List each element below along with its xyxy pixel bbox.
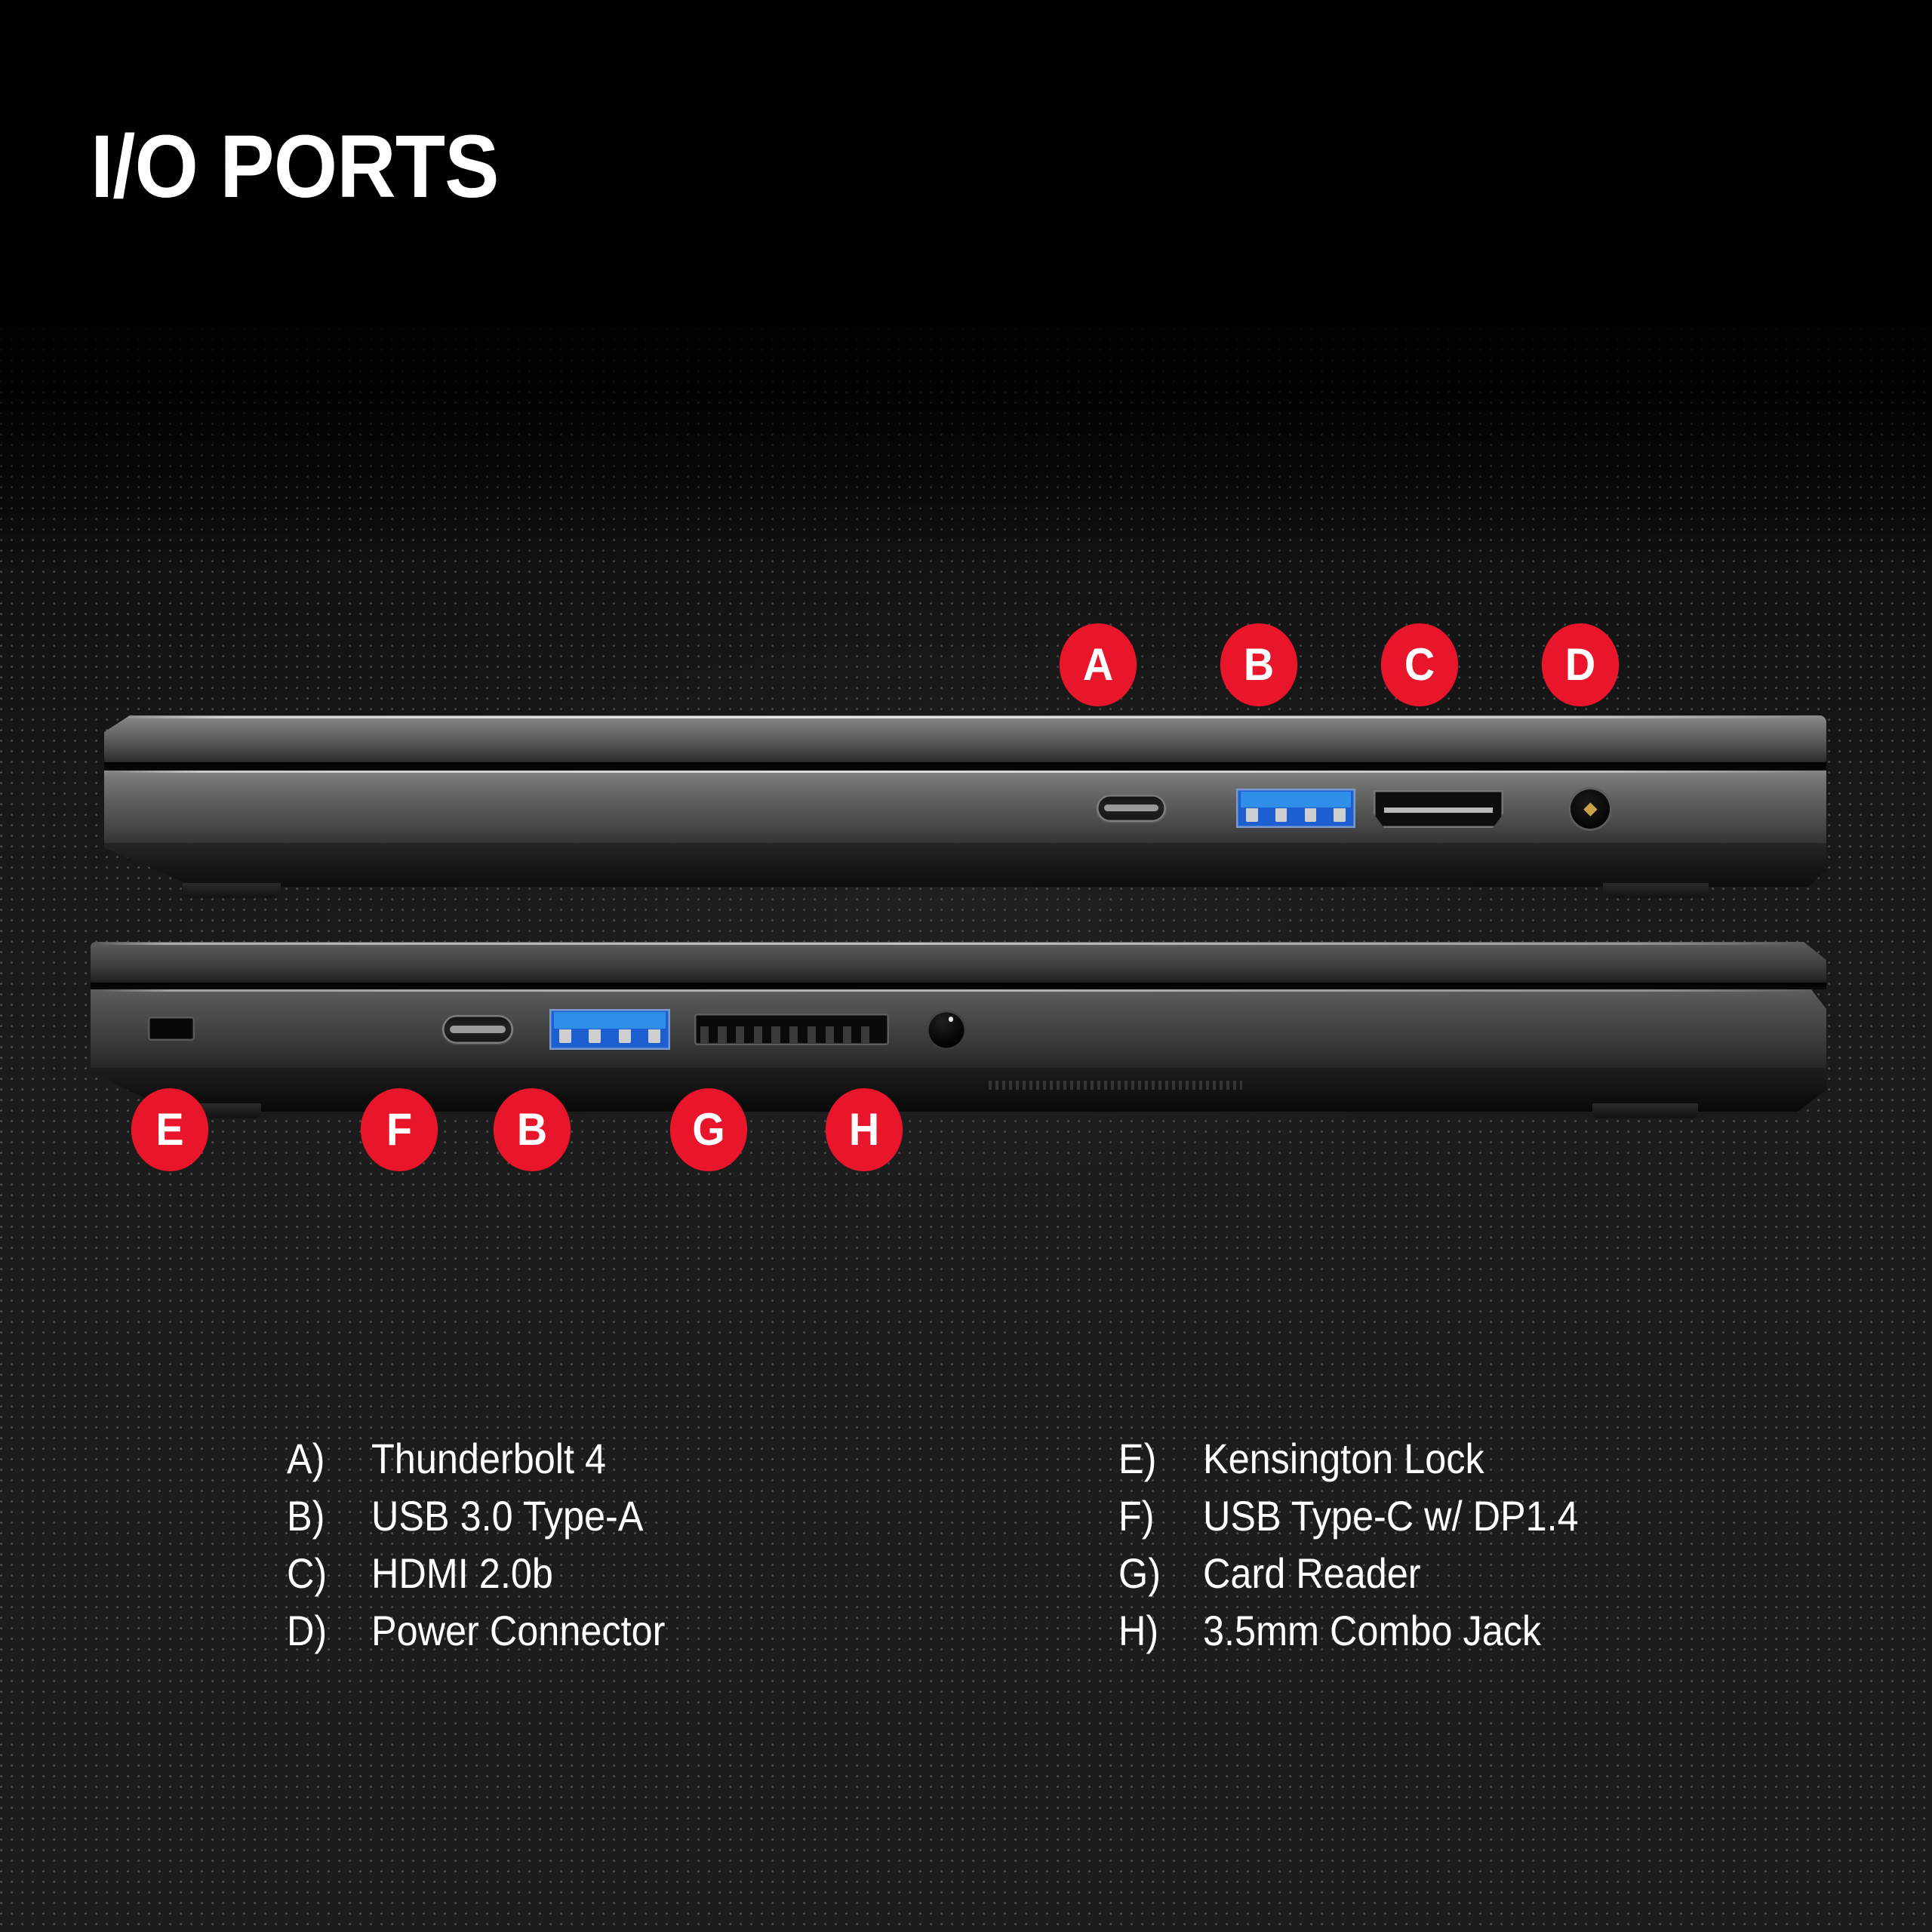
speaker-vent <box>989 1081 1242 1090</box>
base-highlight <box>103 989 1807 992</box>
legend-label: Kensington Lock <box>1203 1435 1484 1482</box>
lid-highlight <box>98 943 1796 945</box>
usba-blue-blade <box>554 1012 666 1029</box>
legend-key: E) <box>1118 1435 1157 1482</box>
callout-badge-c[interactable]: C <box>1380 623 1459 706</box>
usba-blue-blade <box>1241 792 1351 808</box>
base-highlight <box>116 771 1807 773</box>
callout-letter: G <box>692 1104 725 1155</box>
usba-pins <box>1245 808 1346 822</box>
legend-item: G) Card Reader <box>1118 1549 1620 1606</box>
legend-label: Card Reader <box>1203 1549 1421 1597</box>
jack-highlight-dot <box>949 1017 954 1022</box>
rubber-foot-left <box>183 883 281 898</box>
hdmi-contact-bar <box>1383 808 1494 813</box>
callout-letter: B <box>1243 639 1275 690</box>
lid-highlight <box>121 716 1807 718</box>
legend-label: 3.5mm Combo Jack <box>1203 1607 1542 1654</box>
laptop-base <box>104 771 1826 843</box>
legend-label: Power Connector <box>371 1607 666 1654</box>
lid-base-seam <box>91 983 1826 989</box>
legend-key: F) <box>1118 1492 1155 1540</box>
port-card-reader[interactable] <box>694 1014 889 1045</box>
callout-letter: C <box>1404 639 1435 690</box>
laptop-lid <box>91 942 1826 983</box>
legend-key: G) <box>1118 1549 1161 1597</box>
callout-badge-b-bottom[interactable]: B <box>493 1088 571 1171</box>
callout-letter: E <box>155 1104 184 1155</box>
legend-column-right: E) Kensington Lock F) USB Type-C w/ DP1.… <box>1118 1434 1620 1663</box>
port-power-connector[interactable] <box>1568 787 1612 831</box>
laptop-right-side-profile <box>104 715 1826 898</box>
port-hdmi[interactable] <box>1374 790 1503 828</box>
legend-item: F) USB Type-C w/ DP1.4 <box>1118 1491 1620 1549</box>
legend-key: H) <box>1118 1607 1159 1654</box>
legend-item: H) 3.5mm Combo Jack <box>1118 1606 1620 1663</box>
legend-key: B) <box>287 1492 325 1540</box>
legend-key: D) <box>287 1607 328 1654</box>
legend-column-left: A) Thunderbolt 4 B) USB 3.0 Type-A C) HD… <box>287 1434 698 1663</box>
callout-badge-e[interactable]: E <box>131 1088 209 1171</box>
laptop-lid <box>104 715 1826 762</box>
rubber-foot-right <box>1603 883 1709 898</box>
legend-label: Thunderbolt 4 <box>371 1435 607 1482</box>
page-title: I/O PORTS <box>91 117 500 217</box>
legend-item: A) Thunderbolt 4 <box>287 1434 698 1491</box>
port-thunderbolt-4[interactable] <box>1097 795 1166 822</box>
card-reader-contacts <box>700 1026 870 1043</box>
legend-key: C) <box>287 1549 328 1597</box>
legend-label: HDMI 2.0b <box>371 1549 553 1597</box>
legend-label: USB Type-C w/ DP1.4 <box>1203 1492 1579 1540</box>
laptop-underside <box>104 843 1826 887</box>
legend-item: D) Power Connector <box>287 1606 698 1663</box>
legend-item: E) Kensington Lock <box>1118 1434 1620 1491</box>
callout-badge-a[interactable]: A <box>1059 623 1137 706</box>
callout-letter: F <box>386 1104 413 1155</box>
callout-letter: B <box>516 1104 548 1155</box>
port-usb-3-type-a[interactable] <box>1236 789 1355 828</box>
callout-badge-h[interactable]: H <box>825 1088 903 1171</box>
background-top-fade <box>0 0 1932 574</box>
laptop-base <box>91 989 1826 1068</box>
legend-item: B) USB 3.0 Type-A <box>287 1491 698 1549</box>
port-usb-3-type-a[interactable] <box>549 1009 670 1050</box>
usbc-tongue <box>1104 804 1158 812</box>
usba-pins <box>558 1029 661 1044</box>
laptop-left-side-profile <box>91 942 1826 1118</box>
legend-key: A) <box>287 1435 325 1482</box>
legend-label: USB 3.0 Type-A <box>371 1492 644 1540</box>
callout-badge-d[interactable]: D <box>1541 623 1620 706</box>
legend-item: C) HDMI 2.0b <box>287 1549 698 1606</box>
lid-base-seam <box>104 762 1826 771</box>
port-combo-jack[interactable] <box>927 1011 966 1050</box>
rubber-foot-right <box>1592 1103 1698 1118</box>
callout-badge-g[interactable]: G <box>669 1088 748 1171</box>
callout-badge-f[interactable]: F <box>360 1088 438 1171</box>
port-kensington-lock[interactable] <box>148 1017 195 1041</box>
callout-badge-b-top[interactable]: B <box>1220 623 1298 706</box>
callout-letter: A <box>1082 639 1114 690</box>
power-center-pin <box>1583 801 1598 817</box>
usbc-tongue <box>450 1025 506 1033</box>
laptop-underside <box>91 1068 1826 1112</box>
callout-letter: D <box>1564 639 1596 690</box>
callout-letter: H <box>848 1104 880 1155</box>
port-usb-type-c[interactable] <box>442 1015 513 1044</box>
